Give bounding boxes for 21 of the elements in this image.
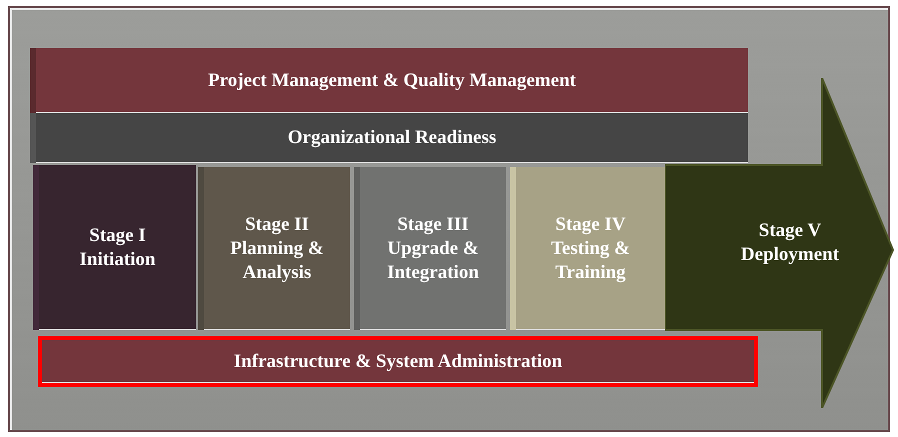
stage-label: Initiation: [79, 248, 156, 272]
stage-label: Stage V: [758, 219, 822, 243]
band: [30, 48, 748, 113]
band-label: Organizational Readiness: [288, 126, 496, 150]
band-label: Infrastructure & System Administration: [234, 350, 562, 374]
stage-label: Stage I: [88, 224, 147, 248]
stage-label: Upgrade & Integration: [386, 236, 480, 284]
stage-label: Deployment: [740, 243, 840, 267]
band: [30, 113, 748, 163]
stage-label: Stage IV: [554, 212, 627, 236]
stage-label: Stage II: [244, 212, 310, 236]
stage-box: [33, 165, 196, 330]
stage-label: Testing & Training: [550, 236, 631, 284]
stage-label: Planning & Analysis: [229, 236, 325, 284]
stage-box: [510, 167, 665, 330]
band-label: Project Management & Quality Management: [208, 68, 576, 92]
stage-label: Stage III: [396, 212, 470, 236]
stage-box: [198, 167, 350, 330]
highlighted-band: [38, 336, 758, 387]
stage-box: [354, 167, 506, 330]
stage-arrow: [665, 78, 895, 408]
